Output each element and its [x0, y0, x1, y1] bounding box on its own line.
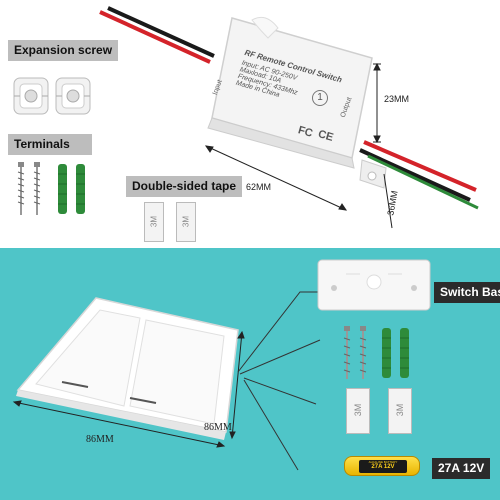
wires-input [99, 6, 215, 64]
receiver-dimension-lines [204, 62, 393, 229]
battery: ALKALINE BATTERY 27A 12V [344, 456, 420, 476]
switch-screw-2 [359, 326, 367, 379]
battery-model: 27A 12V [371, 464, 395, 470]
receiver-body [207, 16, 387, 189]
switch-plug-1 [382, 328, 391, 378]
terminals-label: Terminals [8, 134, 92, 155]
screws-and-plugs [17, 162, 85, 215]
switch-tape-strip-1: 3M [346, 388, 370, 434]
switch-screws-and-plugs [343, 326, 409, 379]
tape-strip-1: 3M [144, 202, 164, 242]
receiver-number-badge: 1 [312, 90, 328, 106]
switch-screw-1 [343, 326, 351, 379]
tape-strip-2: 3M [176, 202, 196, 242]
tape-3m-text: 3M [395, 403, 405, 417]
plug-1 [58, 164, 67, 214]
plug-2 [76, 164, 85, 214]
wires-output [359, 140, 479, 210]
tape-3m-text: 3M [353, 403, 363, 417]
switch-plug-2 [400, 328, 409, 378]
screw-1 [17, 162, 25, 215]
switch-base-label: Switch Base [434, 282, 500, 303]
expansion-anchors [13, 77, 91, 115]
receiver-number: 1 [317, 92, 323, 103]
battery-brand: ALKALINE BATTERY [368, 460, 398, 464]
switch-rocker-right [129, 319, 225, 425]
switch-height-dim: 86MM [204, 422, 232, 433]
switch-rocker-left [35, 309, 141, 407]
receiver-length-dim: 62MM [246, 182, 272, 192]
double-sided-tape-label: Double-sided tape [126, 176, 243, 197]
switch-base [317, 259, 431, 311]
battery-label: 27A 12V [432, 458, 491, 479]
receiver-module [99, 6, 479, 210]
expansion-screw-label: Expansion screw [8, 40, 119, 61]
anchor-1 [13, 77, 49, 115]
battery-label-band: ALKALINE BATTERY 27A 12V [359, 460, 407, 473]
anchor-2 [55, 77, 91, 115]
switch-width-dim: 86MM [86, 434, 114, 445]
receiver-height-dim: 23MM [384, 94, 410, 104]
screw-2 [33, 162, 41, 215]
switch-tape-strip-2: 3M [388, 388, 412, 434]
